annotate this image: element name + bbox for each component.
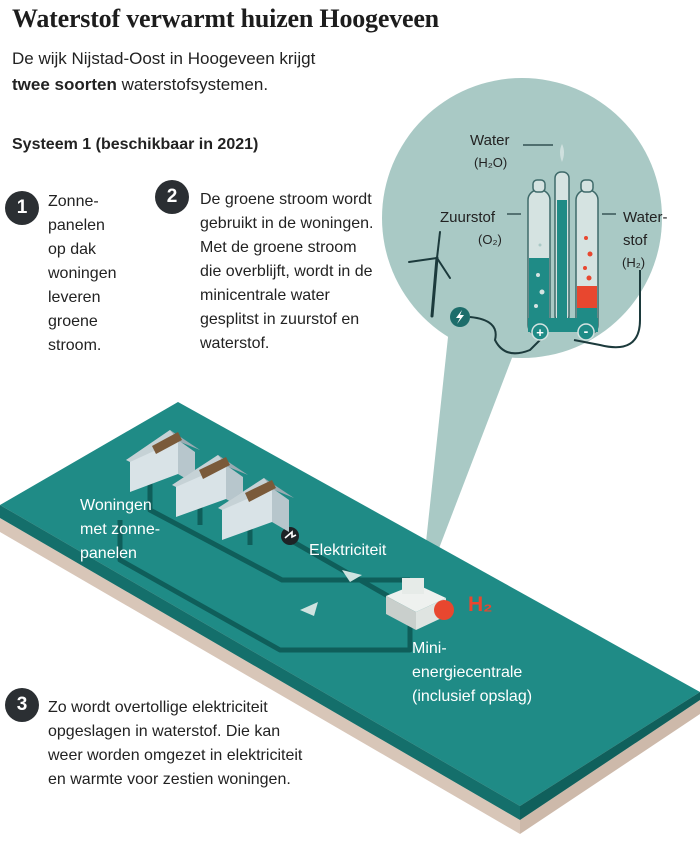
houses-label-2: met zonne- bbox=[80, 521, 160, 538]
zoom-cone bbox=[420, 300, 515, 598]
oxygen-formula: (O₂) bbox=[478, 232, 502, 247]
intro-bold: twee soorten bbox=[12, 75, 117, 94]
zoom-circle bbox=[382, 78, 662, 358]
step-1-number: 1 bbox=[5, 191, 39, 225]
board-top bbox=[0, 402, 700, 806]
step-2-number: 2 bbox=[155, 180, 189, 214]
hydrogen-formula: (H₂) bbox=[622, 255, 645, 270]
minus-electrode: - bbox=[584, 323, 589, 339]
plant-label-3: (inclusief opslag) bbox=[412, 688, 532, 705]
water-formula: (H₂O) bbox=[474, 155, 507, 170]
oxygen-label: Zuurstof bbox=[440, 209, 496, 226]
houses-label-1: Woningen bbox=[80, 497, 152, 514]
return-arrow bbox=[300, 602, 318, 616]
steam-icon bbox=[560, 144, 564, 162]
electricity-arrow bbox=[342, 570, 362, 582]
house-1 bbox=[126, 430, 200, 492]
house-2 bbox=[172, 455, 248, 517]
house-3 bbox=[218, 478, 294, 540]
intro-suffix: waterstofsystemen. bbox=[121, 75, 269, 94]
intro-prefix: De wijk Nijstad-Oost in Hoogeveen krijgt bbox=[12, 49, 316, 68]
plus-electrode: + bbox=[536, 325, 544, 340]
cable-network bbox=[117, 480, 413, 653]
water-label: Water bbox=[470, 132, 509, 149]
step-1-text: Zonne-panelen op dak woningen leveren gr… bbox=[48, 193, 117, 354]
intro-text: De wijk Nijstad-Oost in Hoogeveen krijgt… bbox=[12, 46, 342, 98]
wind-turbine-icon bbox=[408, 231, 451, 318]
h2-label: H₂ bbox=[468, 593, 493, 616]
step-2-text: De groene stroom wordt gebruikt in de wo… bbox=[200, 191, 374, 352]
electricity-label: Elektriciteit bbox=[309, 542, 387, 559]
system-heading: Systeem 1 (beschikbaar in 2021) bbox=[12, 136, 259, 153]
plant-label-1: Mini- bbox=[412, 640, 447, 657]
meter-icon bbox=[281, 527, 299, 545]
houses-label-3: panelen bbox=[80, 545, 137, 562]
hydrogen-label-2: stof bbox=[623, 232, 648, 249]
hydrogen-label-1: Water- bbox=[623, 209, 667, 226]
electrolysis-apparatus bbox=[527, 171, 599, 341]
mini-energy-plant bbox=[386, 578, 454, 630]
page-title: Waterstof verwarmt huizen Hoogeveen bbox=[12, 4, 439, 33]
plant-label-2: energiecentrale bbox=[412, 664, 522, 681]
h2-bubble bbox=[434, 600, 454, 620]
step-3-text: Zo wordt overtollige elektriciteit opges… bbox=[48, 699, 303, 788]
step-3-number: 3 bbox=[5, 688, 39, 722]
